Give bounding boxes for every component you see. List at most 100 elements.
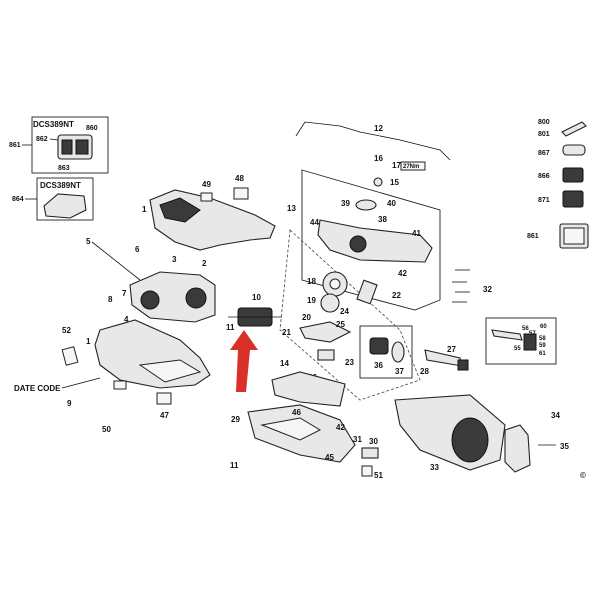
callout-37: 37 — [395, 367, 404, 376]
callout-44: 44 — [310, 218, 319, 227]
lower-housing-29: 29 46 42 31 45 11 30 51 — [230, 404, 383, 480]
frame-bore — [140, 290, 160, 310]
shoe-shape — [504, 424, 531, 473]
callout-11a: 11 — [226, 323, 235, 332]
belt-clip-shape — [562, 144, 586, 156]
callout-36: 36 — [374, 361, 383, 370]
callout-30: 30 — [369, 437, 378, 446]
leader-line — [91, 241, 141, 281]
callout-28: 28 — [420, 367, 429, 376]
link-22 — [356, 279, 378, 305]
callout-21: 21 — [282, 328, 291, 337]
block-23 — [317, 349, 335, 361]
accessories-column: 800 801 867 866 871 861 — [527, 119, 589, 249]
bolt-set-32: 32 — [452, 269, 492, 303]
shoe-assembly: 34 35 — [504, 411, 569, 473]
plunger-box — [359, 325, 413, 379]
callout-56: 56 — [522, 326, 529, 332]
callout-24: 24 — [340, 307, 349, 316]
callout-13: 13 — [287, 204, 296, 213]
callout-42a: 42 — [398, 269, 407, 278]
callout-861b: 861 — [527, 233, 539, 240]
torque-label: 27Nm — [403, 164, 419, 170]
callout-47: 47 — [160, 411, 169, 420]
label-part-51 — [361, 465, 373, 477]
callout-800: 800 — [538, 119, 550, 126]
housing-bottom-detail — [138, 359, 202, 383]
callout-46: 46 — [292, 408, 301, 417]
nose-casting-opening — [451, 417, 489, 463]
gear-housing-shape — [317, 219, 433, 263]
callout-12: 12 — [374, 124, 383, 133]
callout-2: 2 — [202, 259, 207, 268]
label-part-52 — [61, 346, 79, 366]
callout-15: 15 — [390, 178, 399, 187]
housing-detail — [159, 197, 201, 223]
blade-clamp-kit: 60 56 57 58 59 55 61 — [485, 317, 557, 365]
gear-housing-bore — [349, 235, 367, 253]
highlight-arrow — [230, 330, 258, 392]
plunger-shaft — [424, 349, 463, 367]
gear-stack: 18 19 20 21 22 24 25 42 23 26 — [282, 269, 407, 382]
callout-20: 20 — [302, 313, 311, 322]
callout-60: 60 — [540, 324, 547, 330]
callout-1a: 1 — [142, 205, 147, 214]
callout-862: 862 — [36, 136, 48, 143]
frame-bore — [185, 287, 207, 309]
label-part-50 — [113, 380, 127, 390]
frame-shape — [129, 271, 216, 323]
callout-38: 38 — [378, 215, 387, 224]
callout-59: 59 — [539, 343, 546, 349]
nose-casting-shape — [394, 394, 506, 471]
callout-45: 45 — [325, 453, 334, 462]
kit-box-case: DCS389NT 864 — [12, 177, 94, 221]
charger-shape — [562, 167, 584, 183]
housing-half-top: 1 49 48 6 3 2 5 — [86, 174, 276, 281]
leader-line — [61, 377, 101, 389]
lower-housing-detail — [260, 417, 322, 441]
callout-27: 27 — [447, 345, 456, 354]
kit-title: DCS389NT — [40, 181, 81, 190]
washer-19 — [320, 293, 340, 313]
baffle-14: 14 — [271, 359, 346, 407]
callout-55: 55 — [514, 346, 521, 352]
baffle-shape — [271, 371, 346, 407]
callout-49: 49 — [202, 180, 211, 189]
callout-861: 861 — [9, 142, 21, 149]
case-insert-shape — [43, 193, 87, 219]
clamp-rod — [491, 329, 523, 341]
callout-39: 39 — [341, 199, 350, 208]
gear-18-hub — [329, 278, 341, 290]
callout-871: 871 — [538, 197, 550, 204]
motor-frame-assembly: 8 7 4 — [108, 271, 216, 324]
callout-58: 58 — [539, 336, 546, 342]
battery-shape — [562, 190, 584, 208]
washer-15 — [373, 177, 383, 187]
bearing-39 — [355, 199, 377, 211]
kit-title: DCS389NT — [33, 120, 74, 129]
leader-line — [49, 138, 59, 141]
plunger-assembly: 36 37 28 27 — [359, 325, 469, 379]
callout-866: 866 — [538, 173, 550, 180]
callout-801: 801 — [538, 131, 550, 138]
callout-7: 7 — [122, 289, 127, 298]
callout-16: 16 — [374, 154, 383, 163]
callout-29: 29 — [231, 415, 240, 424]
callout-52: 52 — [62, 326, 71, 335]
label-part-49 — [200, 192, 213, 202]
callout-57: 57 — [529, 331, 536, 337]
callout-4: 4 — [124, 315, 129, 324]
callout-1b: 1 — [86, 337, 91, 346]
callout-61: 61 — [539, 351, 546, 357]
callout-42b: 42 — [336, 423, 345, 432]
torque-tag — [400, 161, 426, 171]
callout-50: 50 — [102, 425, 111, 434]
copyright-mark: © — [580, 471, 586, 480]
callout-34: 34 — [551, 411, 560, 420]
armature-assembly: 10 11 — [226, 293, 282, 332]
callout-41: 41 — [412, 229, 421, 238]
bearing-36 — [369, 337, 389, 355]
nose-casting-33: 33 — [394, 394, 506, 472]
